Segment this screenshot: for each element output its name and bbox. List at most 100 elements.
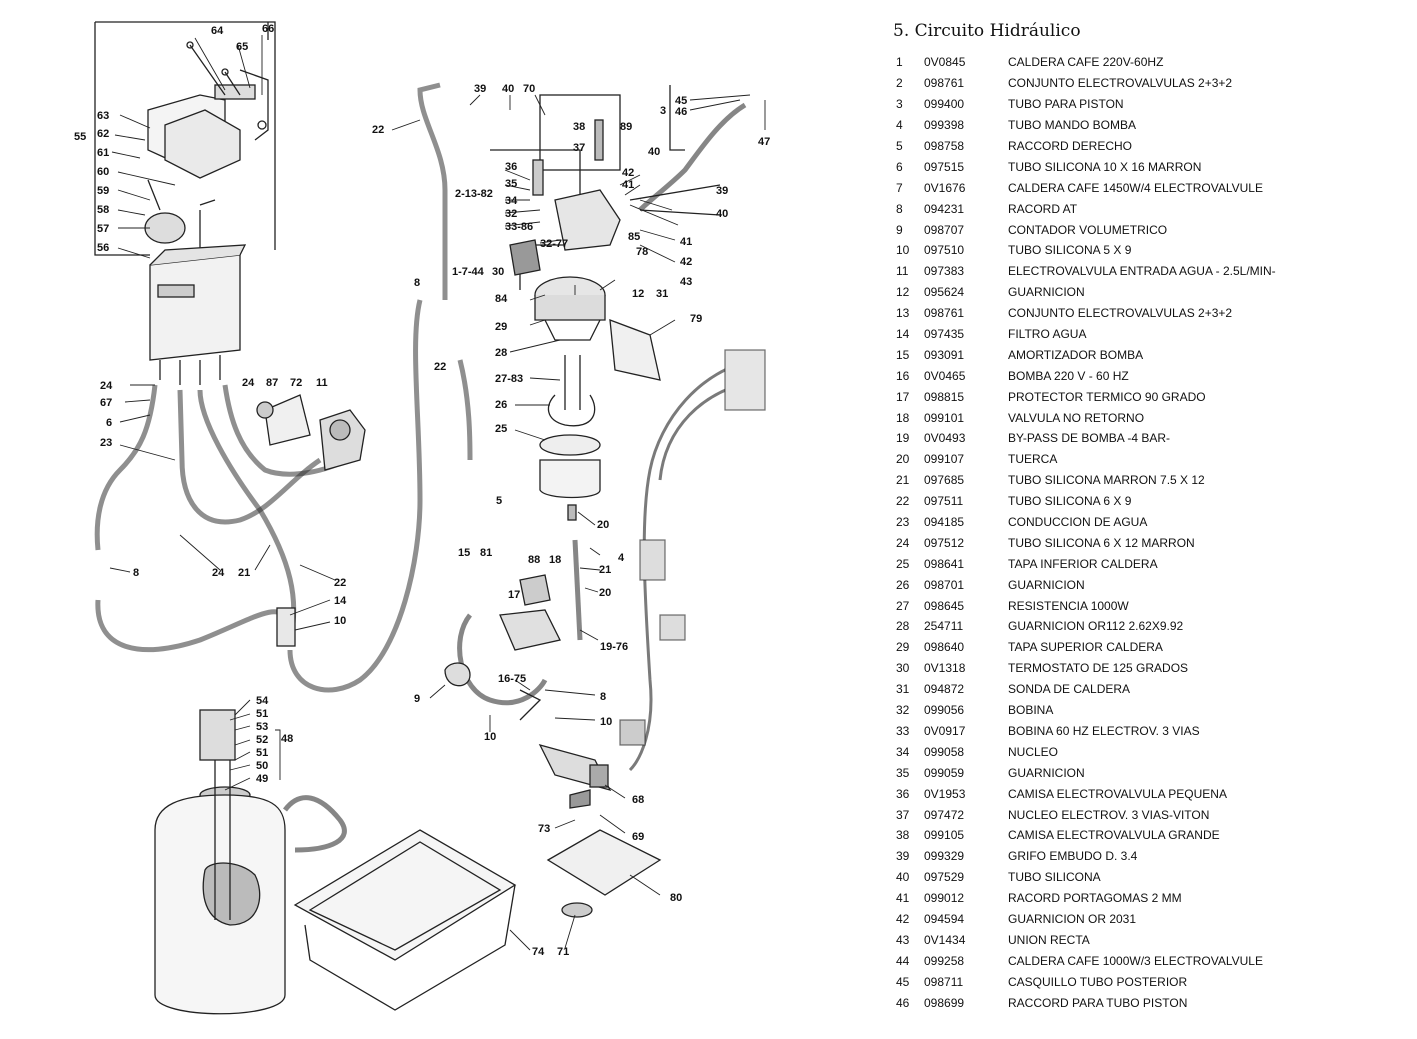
base-plate: [546, 829, 662, 896]
callout-label: 19-76: [600, 641, 628, 653]
part-number: 3: [896, 97, 903, 112]
part-code: 0V1676: [924, 180, 966, 195]
callout-label: 22: [334, 577, 346, 589]
part-description: CONJUNTO ELECTROVALVULAS 2+3+2: [1008, 306, 1233, 321]
part-code: 099059: [924, 765, 965, 780]
part-description: TUBO SILICONA 6 X 9: [1008, 494, 1132, 509]
callout-label: 29: [495, 321, 507, 333]
part-code: 098815: [924, 389, 965, 404]
callout-label: 14: [334, 595, 347, 607]
part-code: 099056: [924, 703, 965, 718]
part-code: 098701: [924, 577, 965, 592]
part-code: 098761: [924, 306, 965, 321]
part-description: TAPA SUPERIOR CALDERA: [1008, 640, 1163, 655]
part-description: BOBINA 60 HZ ELECTROV. 3 VIAS: [1008, 723, 1200, 738]
callout-label: 39: [716, 185, 728, 197]
callout-label: 32: [505, 208, 517, 220]
part-description: CAMISA ELECTROVALVULA PEQUENA: [1008, 786, 1227, 801]
part-description: PROTECTOR TERMICO 90 GRADO: [1008, 389, 1206, 404]
part-code: 099058: [924, 744, 965, 759]
callout-label: 43: [680, 276, 692, 288]
part-number: 34: [896, 744, 910, 759]
part-number: 24: [896, 535, 910, 550]
part-description: CALDERA CAFE 220V-60HZ: [1008, 55, 1164, 70]
callout-label: 24: [100, 380, 113, 392]
part-number: 43: [896, 932, 910, 947]
part-number: 41: [896, 891, 910, 906]
callout-label: 8: [600, 691, 606, 703]
part-number: 46: [896, 995, 910, 1010]
part-description: RACCORD DERECHO: [1008, 139, 1133, 153]
part-description: CONDUCCION DE AGUA: [1008, 515, 1148, 530]
callout-label: 31: [656, 288, 668, 300]
callout-label: 23: [100, 437, 112, 449]
part-description: GRIFO EMBUDO D. 3.4: [1008, 849, 1138, 864]
part-number: 32: [896, 703, 910, 718]
part-code: 097472: [924, 807, 965, 822]
part-description: GUARNICION: [1008, 765, 1085, 780]
part-description: NUCLEO: [1008, 744, 1059, 759]
callout-label: 8: [133, 567, 139, 579]
callout-label: 78: [636, 246, 648, 258]
part-code: 094872: [924, 682, 965, 697]
drip-tray: [293, 829, 517, 1011]
part-code: 097685: [924, 473, 965, 488]
callout-label: 35: [505, 178, 517, 190]
callout-label: 65: [236, 41, 248, 53]
part-number: 5: [896, 139, 903, 153]
callout-label: 56: [97, 242, 109, 254]
callout-label: 79: [690, 313, 702, 325]
callout-label: 21: [599, 564, 611, 576]
callout-label: 81: [480, 547, 492, 559]
callout-label: 51: [256, 708, 268, 720]
table-row: 13 098761 CONJUNTO ELECTROVALVULAS 2+3+2: [893, 303, 1398, 324]
callout-label: 22: [434, 361, 446, 373]
hose-network-left: [94, 82, 473, 693]
part-number: 27: [896, 598, 910, 613]
part-code: 097511: [924, 494, 964, 509]
callout-label: 27-83: [495, 373, 523, 385]
part-number: 13: [896, 306, 910, 321]
callout-label: 1-7-44: [452, 266, 485, 278]
part-code: 097529: [924, 870, 965, 885]
part-description: TUBO SILICONA 6 X 12 MARRON: [1008, 535, 1195, 550]
callout-label: 25: [495, 423, 507, 435]
callout-label: 55: [74, 131, 86, 143]
part-code: 0V1434: [924, 932, 966, 947]
part-number: 7: [896, 180, 903, 195]
part-code: 097510: [924, 243, 965, 258]
part-description: CONTADOR VOLUMETRICO: [1008, 222, 1168, 237]
foot: [561, 902, 593, 918]
part-description: RACORD PORTAGOMAS 2 MM: [1008, 891, 1182, 906]
callout-label: 57: [97, 223, 109, 235]
callout-label: 30: [492, 266, 504, 278]
part-number: 14: [896, 327, 910, 342]
part-description: TUBO SILICONA MARRON 7.5 X 12: [1008, 473, 1205, 488]
callout-label: 53: [256, 721, 268, 733]
callout-label: 12: [632, 288, 644, 300]
callout-label: 15: [458, 547, 470, 559]
callout-label: 40: [648, 146, 660, 158]
callout-label: 69: [632, 831, 644, 843]
part-number: 36: [896, 786, 910, 801]
part-code: 094185: [924, 515, 965, 530]
callout-label: 72: [290, 377, 302, 389]
part-description: GUARNICION OR112 2.62X9.92: [1008, 619, 1184, 634]
wire-harness: [619, 349, 766, 772]
water-filter: [276, 607, 296, 647]
part-description: CONJUNTO ELECTROVALVULAS 2+3+2: [1008, 76, 1233, 91]
part-code: 099398: [924, 118, 965, 133]
